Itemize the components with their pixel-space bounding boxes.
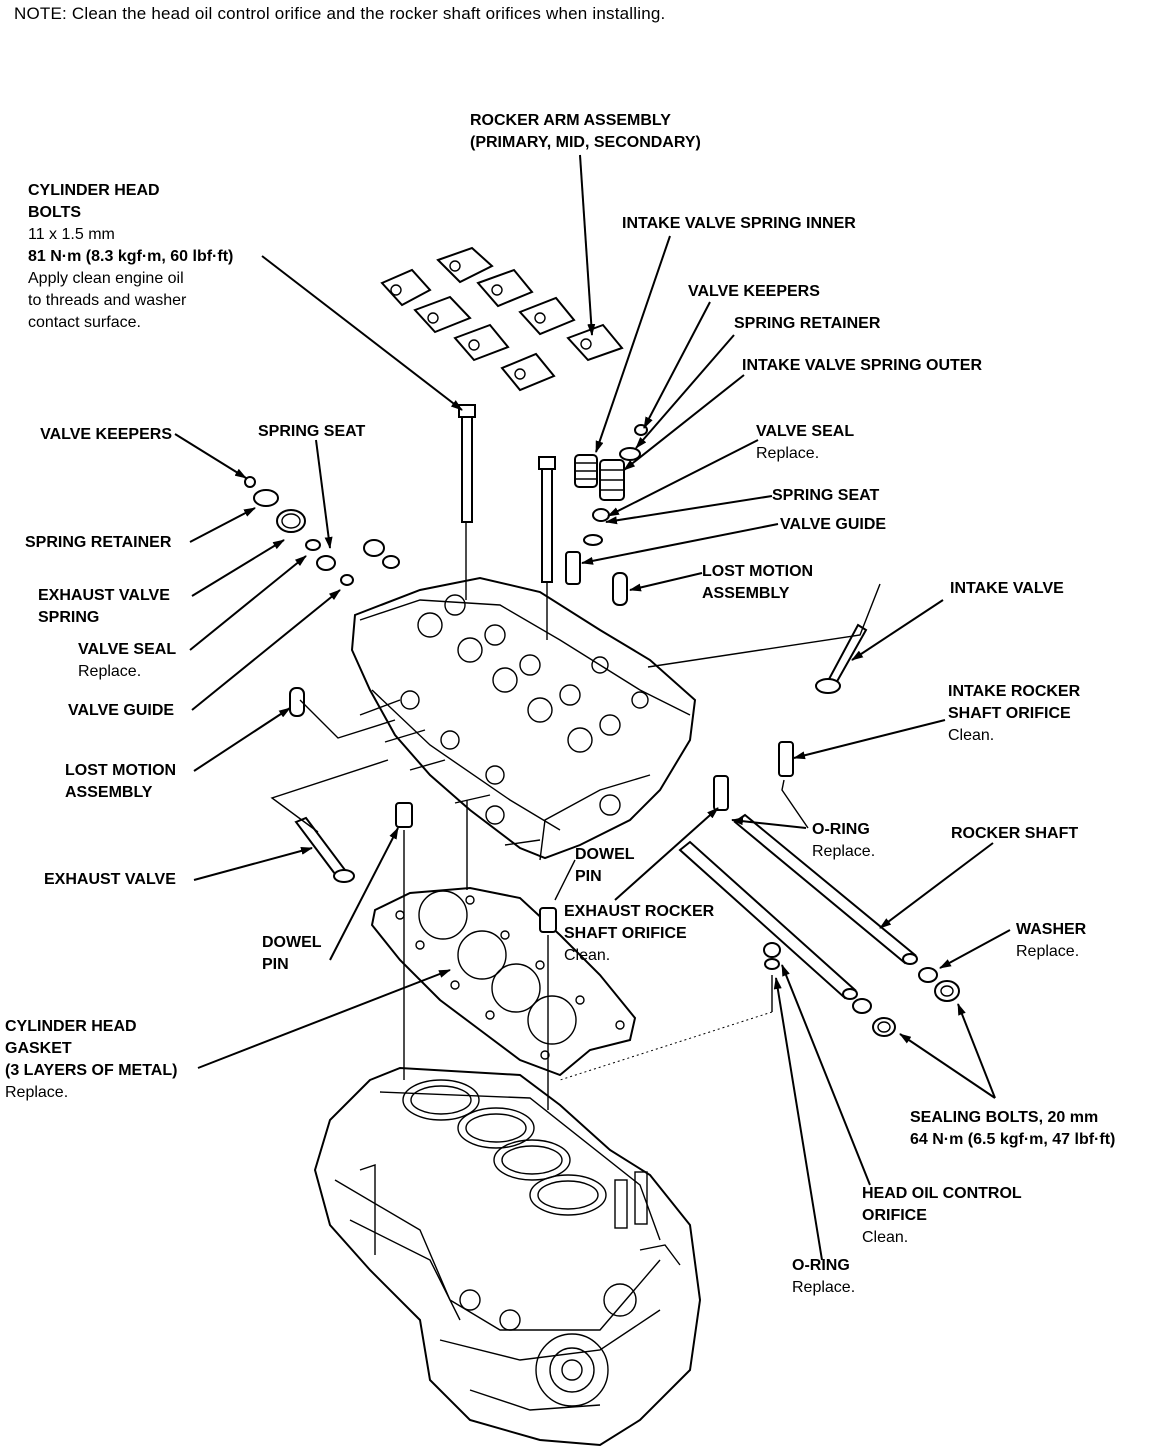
label-valve-seal-left: VALVE SEAL Replace. — [78, 641, 177, 680]
label-o-ring-bottom: O-RING Replace. — [792, 1257, 856, 1296]
sealing-bolts-drawing — [852, 967, 960, 1037]
label-dowel-pin-left: DOWEL PIN — [262, 934, 322, 973]
label-spring-seat-right: SPRING SEAT — [772, 487, 880, 504]
label-washer: WASHER Replace. — [1016, 921, 1087, 960]
engine-block — [313, 1066, 702, 1447]
orifices-drawing — [713, 741, 794, 970]
head-gasket-drawing — [370, 886, 637, 1077]
label-valve-seal-right: VALVE SEAL Replace. — [756, 423, 855, 462]
label-dowel-pin-center: DOWEL PIN — [575, 846, 635, 885]
leader-lines — [174, 154, 1011, 1261]
rocker-arm-drawing — [380, 246, 624, 392]
label-lost-motion-assembly-left: LOST MOTION ASSEMBLY — [65, 762, 177, 801]
label-lost-motion-assembly-right: LOST MOTION ASSEMBLY — [702, 563, 814, 602]
label-valve-guide-right: VALVE GUIDE — [780, 516, 887, 533]
label-valve-keepers-right: VALVE KEEPERS — [688, 283, 820, 300]
rocker-shafts-drawing — [678, 813, 918, 1000]
label-cylinder-head-bolts: CYLINDER HEAD BOLTS 11 x 1.5 mm 81 N·m (… — [28, 182, 234, 331]
label-valve-keepers-left: VALVE KEEPERS — [40, 426, 172, 443]
label-sealing-bolts: SEALING BOLTS, 20 mm 64 N·m (6.5 kgf·m, … — [910, 1109, 1116, 1148]
head-bolts-drawing — [458, 404, 556, 583]
label-spring-retainer-left: SPRING RETAINER — [25, 534, 172, 551]
label-spring-retainer-right: SPRING RETAINER — [734, 315, 881, 332]
exhaust-valve-parts — [244, 476, 400, 883]
installation-note: NOTE: Clean the head oil control orifice… — [14, 4, 666, 23]
label-exhaust-rocker-shaft-orifice: EXHAUST ROCKER SHAFT ORIFICE Clean. — [564, 903, 715, 964]
label-exhaust-valve-spring: EXHAUST VALVE SPRING — [38, 587, 170, 626]
label-rocker-shaft: ROCKER SHAFT — [951, 825, 1079, 842]
label-spring-seat-left: SPRING SEAT — [258, 423, 366, 440]
label-exhaust-valve: EXHAUST VALVE — [44, 871, 176, 888]
label-head-oil-control-orifice: HEAD OIL CONTROL ORIFICE Clean. — [862, 1185, 1022, 1246]
dowel-pins-drawing — [395, 802, 557, 933]
label-valve-guide-left: VALVE GUIDE — [68, 702, 175, 719]
label-o-ring-right: O-RING Replace. — [812, 821, 876, 860]
label-intake-valve-spring-outer: INTAKE VALVE SPRING OUTER — [742, 357, 983, 374]
label-rocker-arm-assembly: ROCKER ARM ASSEMBLY (PRIMARY, MID, SECON… — [470, 112, 701, 151]
cylinder-head-drawing — [350, 576, 697, 861]
label-intake-valve-spring-inner: INTAKE VALVE SPRING INNER — [622, 215, 856, 232]
label-intake-valve: INTAKE VALVE — [950, 580, 1064, 597]
label-intake-rocker-shaft-orifice: INTAKE ROCKER SHAFT ORIFICE Clean. — [948, 683, 1081, 744]
label-cylinder-head-gasket: CYLINDER HEAD GASKET (3 LAYERS OF METAL)… — [5, 1018, 178, 1101]
